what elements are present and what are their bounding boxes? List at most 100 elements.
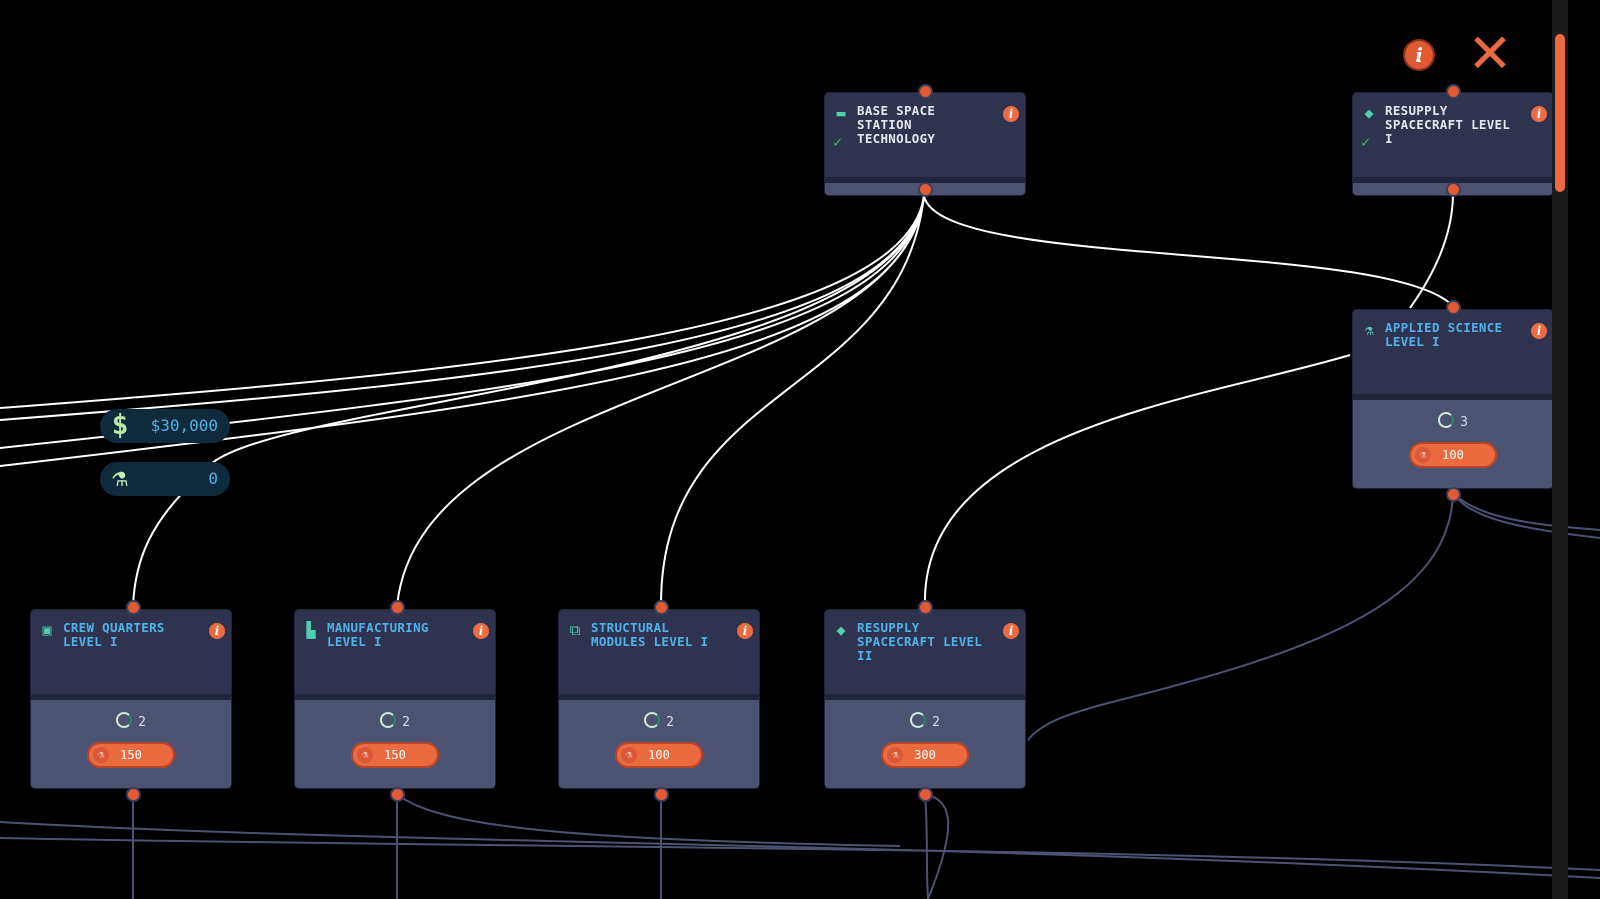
- link-applied-to-resupply2: [923, 354, 1351, 607]
- output-port: [126, 787, 141, 802]
- link-base-to-offscreen-1: [0, 195, 925, 409]
- completed-check-icon: ✓: [833, 133, 843, 151]
- microscope-icon: ⚗: [1364, 321, 1374, 339]
- node-footer: 2 ⚗ 300: [825, 694, 1025, 788]
- input-port: [1446, 300, 1461, 315]
- node-manufacturing[interactable]: ▙ MANUFACTURING LEVEL I i 2 ⚗ 150: [295, 610, 495, 788]
- money-value: $30,000: [150, 416, 218, 435]
- node-applied-science[interactable]: ⚗ APPLIED SCIENCE LEVEL I i 3 ⚗ 100: [1353, 310, 1553, 488]
- microscope-icon: ⚗: [112, 463, 128, 493]
- research-button[interactable]: ⚗150: [87, 742, 175, 768]
- link-bottom-2: [0, 837, 1600, 871]
- clock-icon: [644, 712, 661, 728]
- node-title: BASE SPACE STATION TECHNOLOGY: [857, 103, 936, 146]
- spacecraft-icon: ◆: [1364, 104, 1374, 122]
- link-resupply2-down: [924, 793, 929, 899]
- clock-icon: [1438, 412, 1455, 428]
- node-crew-quarters[interactable]: ▣ CREW QUARTERS LEVEL I i 2 ⚗150: [31, 610, 231, 788]
- link-applied-right-2: [1452, 492, 1600, 531]
- input-port: [126, 600, 141, 615]
- dollar-icon: $: [111, 408, 129, 441]
- input-port: [390, 600, 405, 615]
- time-value: 2: [666, 715, 674, 730]
- info-icon[interactable]: i: [737, 623, 753, 639]
- link-bottom-3: [396, 793, 901, 847]
- output-port: [918, 787, 933, 802]
- link-bottom-1: [0, 821, 1600, 879]
- cost-value: 150: [384, 748, 406, 762]
- microscope-icon: ⚗: [357, 747, 373, 763]
- node-footer: 3 ⚗ 100: [1353, 394, 1553, 488]
- input-port: [654, 600, 669, 615]
- time-value: 2: [138, 715, 146, 730]
- clock-icon: [910, 712, 927, 728]
- node-structural-modules[interactable]: ⧉ STRUCTURAL MODULES LEVEL I i 2 ⚗100: [559, 610, 759, 788]
- input-port: [1446, 84, 1461, 99]
- completed-check-icon: ✓: [1361, 133, 1371, 151]
- station-icon: ▬: [836, 104, 846, 122]
- info-icon[interactable]: i: [1003, 623, 1019, 639]
- cost-value: 300: [914, 748, 936, 762]
- input-port: [918, 600, 933, 615]
- vertical-scrollbar[interactable]: [1552, 0, 1568, 899]
- clock-icon: [380, 712, 397, 728]
- research-button[interactable]: ⚗ 100: [615, 742, 703, 768]
- research-time: 2: [559, 712, 759, 730]
- research-button[interactable]: ⚗ 300: [881, 742, 969, 768]
- node-title: RESUPPLY SPACECRAFT LEVEL II: [857, 620, 983, 663]
- output-port: [918, 182, 933, 197]
- microscope-icon: ⚗: [887, 747, 903, 763]
- node-title: CREW QUARTERS LEVEL I: [63, 620, 165, 649]
- time-value: 2: [402, 715, 410, 730]
- node-title: RESUPPLY SPACECRAFT LEVEL I: [1385, 103, 1511, 146]
- info-icon[interactable]: i: [209, 623, 225, 639]
- money-display: $ $30,000: [100, 408, 230, 443]
- node-resupply-spacecraft-2[interactable]: ◆ RESUPPLY SPACECRAFT LEVEL II i 2 ⚗ 300: [825, 610, 1025, 788]
- locked-links: [0, 492, 1600, 899]
- output-port: [1446, 182, 1461, 197]
- cost-value: 100: [1442, 448, 1464, 462]
- help-info-button[interactable]: i: [1405, 41, 1433, 69]
- node-footer: 2 ⚗ 150: [295, 694, 495, 788]
- link-applied-right-1: [1452, 492, 1600, 539]
- info-icon[interactable]: i: [1531, 106, 1547, 122]
- output-port: [1446, 487, 1461, 502]
- node-footer: 2 ⚗ 100: [559, 694, 759, 788]
- microscope-icon: ⚗: [1415, 447, 1431, 463]
- close-button[interactable]: ✕: [1467, 22, 1513, 85]
- clock-icon: [116, 712, 133, 728]
- info-icon[interactable]: i: [1531, 323, 1547, 339]
- node-resupply-spacecraft-1[interactable]: ◆ RESUPPLY SPACECRAFT LEVEL I i ✓: [1353, 93, 1553, 195]
- node-footer: 2 ⚗150: [31, 694, 231, 788]
- research-button[interactable]: ⚗ 100: [1409, 442, 1497, 468]
- microscope-icon: ⚗: [93, 747, 109, 763]
- info-icon[interactable]: i: [1003, 106, 1019, 122]
- link-applied-down: [1027, 492, 1454, 741]
- node-title: APPLIED SCIENCE LEVEL I: [1385, 320, 1503, 349]
- input-port: [918, 84, 933, 99]
- link-resupply2-branch: [924, 793, 950, 899]
- link-base-to-manufacturing: [396, 195, 925, 607]
- time-value: 3: [1460, 415, 1468, 430]
- factory-icon: ▙: [306, 621, 316, 639]
- module-icon: ⧉: [569, 621, 581, 639]
- node-base-space-station[interactable]: ▬ BASE SPACE STATION TECHNOLOGY i ✓: [825, 93, 1025, 195]
- spacecraft-icon: ◆: [836, 621, 846, 639]
- time-value: 2: [932, 715, 940, 730]
- research-time: 2: [295, 712, 495, 730]
- scroll-thumb[interactable]: [1555, 34, 1565, 192]
- output-port: [654, 787, 669, 802]
- cost-value: 100: [648, 748, 670, 762]
- link-base-to-applied: [923, 195, 1454, 307]
- research-time: 3: [1353, 412, 1553, 430]
- link-base-to-offscreen-2: [0, 195, 925, 421]
- link-base-to-crew: [132, 195, 925, 607]
- science-display: ⚗ 0: [100, 462, 230, 496]
- microscope-icon: ⚗: [621, 747, 637, 763]
- node-title: MANUFACTURING LEVEL I: [327, 620, 429, 649]
- bed-icon: ▣: [42, 621, 52, 639]
- research-button[interactable]: ⚗ 150: [351, 742, 439, 768]
- output-port: [390, 787, 405, 802]
- info-icon[interactable]: i: [473, 623, 489, 639]
- science-value: 0: [208, 469, 218, 488]
